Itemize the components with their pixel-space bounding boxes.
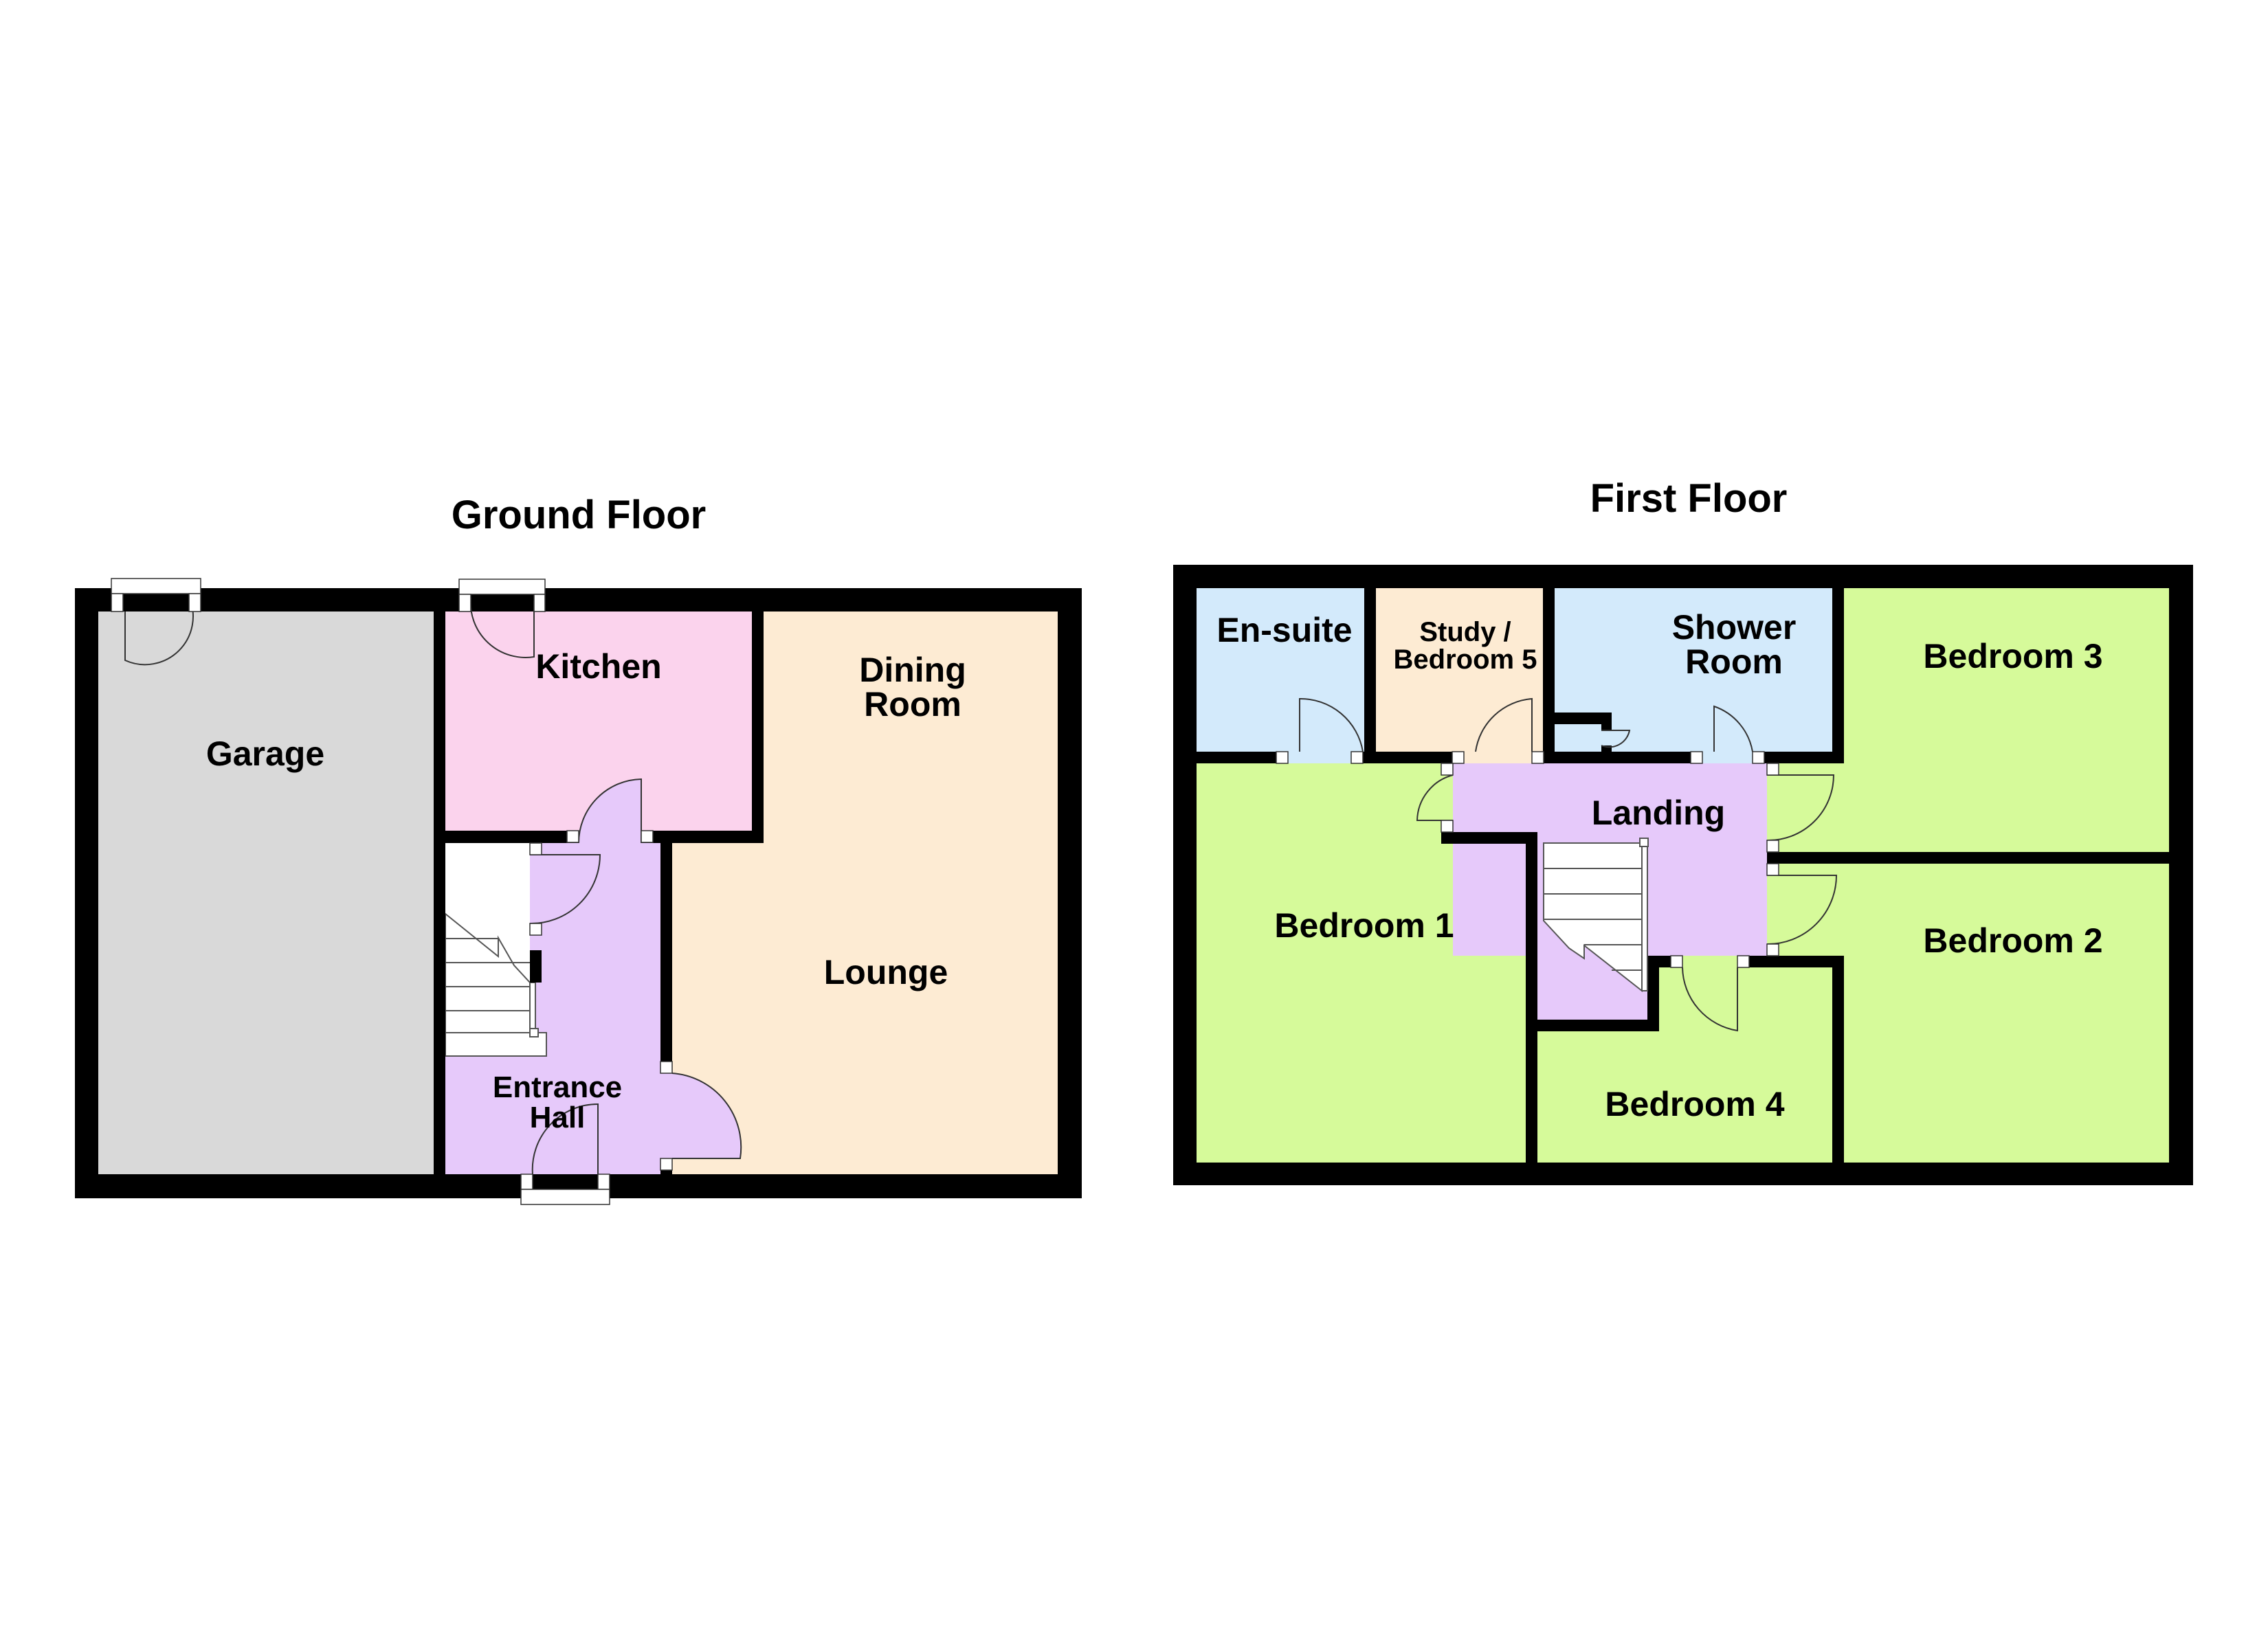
lounge-door-gap (660, 1062, 672, 1158)
study-door-gap (1464, 752, 1532, 763)
bedroom-1-label: Bedroom 1 (1274, 908, 1454, 943)
dining-room-area (764, 612, 1058, 1174)
cupboard-wall-top (1555, 713, 1612, 724)
dining-room-label-line1: Dining (859, 651, 966, 689)
garage-door-swing (124, 596, 194, 666)
kitchen-label-text: Kitchen (535, 647, 662, 686)
kitchen-back-door-swing (469, 597, 535, 658)
first-floor-doors (1299, 697, 1838, 1032)
study-label-line2: Bedroom 5 (1393, 644, 1537, 675)
stairwell-right-wall (1647, 956, 1659, 1031)
landing-label-text: Landing (1591, 794, 1726, 832)
ensuite-door-swing (1299, 697, 1364, 752)
bedroom-3-lower (1767, 763, 1849, 852)
garage-label: Garage (206, 737, 324, 771)
entrance-hall-label-line1: Entrance (492, 1070, 623, 1104)
entrance-hall-label: Entrance Hall (493, 1073, 622, 1133)
lounge-label-text: Lounge (823, 953, 948, 991)
en-suite-label: En-suite (1216, 613, 1352, 647)
shower-room (1555, 588, 1832, 752)
bedroom-2-label-text: Bedroom 2 (1923, 921, 2103, 960)
bedroom-2-room (1844, 864, 2169, 1163)
garage-room (98, 612, 434, 1174)
bedroom-4-label-text: Bedroom 4 (1605, 1085, 1785, 1123)
kitchen-room (445, 612, 752, 831)
first-floor-stairs (1543, 838, 1649, 993)
bedroom4-bedroom2-wall (1832, 956, 1844, 1163)
bedroom4-door-gap (1671, 956, 1749, 967)
kitchen-right-wall (752, 612, 764, 843)
bedroom1-door-swing (1416, 774, 1454, 821)
ground-floor-stairs (445, 912, 547, 1057)
bedroom-4-label: Bedroom 4 (1605, 1087, 1784, 1121)
cupboard-door-swing (1601, 730, 1631, 748)
kitchen-label: Kitchen (535, 649, 661, 684)
bedroom4-door-swing (1682, 967, 1738, 1032)
ground-floor-door-jambs (111, 578, 673, 1205)
lounge-label: Lounge (824, 955, 948, 989)
ground-floor-plan (75, 578, 1082, 1205)
ensuite-study-wall (1364, 588, 1376, 763)
dining-room-label: Dining Room (859, 653, 966, 721)
dining-room-label-line2: Room (864, 685, 961, 723)
bedroom-1-label-text: Bedroom 1 (1274, 906, 1454, 945)
bedroom-2-label: Bedroom 2 (1923, 923, 2102, 958)
kitchen-door-swing (578, 778, 642, 844)
study-shower-wall (1543, 588, 1555, 763)
garage-label-text: Garage (205, 734, 325, 773)
shower-door-gap (1702, 752, 1764, 763)
entrance-hall-lower (445, 1056, 535, 1174)
en-suite-room (1197, 588, 1364, 752)
bedroom-3-label: Bedroom 3 (1923, 639, 2102, 673)
garage-kitchen-divider (434, 612, 445, 1174)
bedroom-3-room (1844, 588, 2169, 852)
bedroom3-door-swing (1766, 774, 1835, 842)
landing-bedroom1-wall (1441, 832, 1537, 844)
shower-bedroom3-wall (1832, 588, 1844, 763)
bedroom-3-label-text: Bedroom 3 (1923, 637, 2103, 675)
stairwell-bottom-wall (1537, 1020, 1659, 1031)
front-door-swing (531, 1103, 599, 1175)
en-suite-label-text: En-suite (1216, 611, 1353, 649)
stair-partition-wall (530, 950, 542, 983)
cupboard-wall-side-a (1601, 713, 1612, 730)
shower-room-label: Shower Room (1672, 610, 1797, 679)
first-floor-title: First Floor (1590, 476, 1788, 521)
study-room (1376, 588, 1543, 752)
shower-room-label-line2: Room (1685, 642, 1783, 681)
shower-door-swing (1713, 705, 1753, 752)
study-door-swing (1475, 697, 1533, 752)
bedroom-2-upper (1767, 864, 1849, 956)
landing-label: Landing (1592, 796, 1725, 830)
lounge-door-swing (671, 1073, 742, 1159)
ground-floor-doors (124, 596, 742, 1175)
bedroom3-bedroom2-wall (1767, 852, 2169, 864)
first-floor-plan (1173, 565, 2193, 1185)
storage-door-swing (529, 854, 601, 925)
study-label-line1: Study / (1419, 617, 1511, 647)
shower-room-label-line1: Shower (1671, 608, 1797, 647)
bedroom2-door-swing (1766, 875, 1838, 945)
study-label: Study / Bedroom 5 (1394, 618, 1537, 673)
ground-floor-title: Ground Floor (451, 493, 707, 537)
first-floor-door-jambs (1276, 751, 1779, 968)
bedroom1-stair-wall (1526, 832, 1537, 1163)
ensuite-door-gap (1288, 752, 1363, 763)
entrance-hall-label-line2: Hall (529, 1101, 586, 1134)
